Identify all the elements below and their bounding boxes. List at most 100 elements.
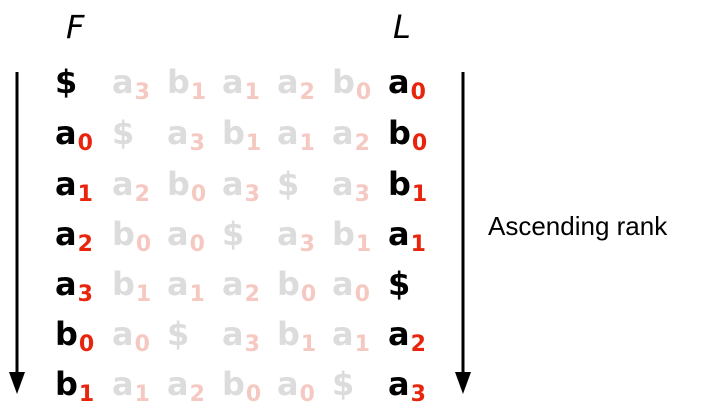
cell-symbol: b [222, 365, 245, 403]
cell-subscript: 3 [244, 182, 260, 207]
cell-symbol: b [332, 63, 355, 101]
cell-subscript: 0 [190, 182, 207, 207]
cell-symbol: b [388, 165, 411, 203]
matrix-cell-r4-c2: a1 [167, 265, 223, 307]
matrix-cell-r0-c1: a3 [112, 63, 168, 105]
matrix-cell-r3-c0: a2 [55, 216, 111, 257]
matrix-cell-r0-c2: b1 [167, 64, 223, 105]
matrix-cell-r3-c3: $ [222, 216, 278, 252]
matrix-cell-r3-c6: a1 [388, 215, 444, 257]
cell-symbol: a [277, 365, 299, 403]
cell-symbol: b [277, 315, 300, 353]
cell-subscript: 2 [134, 182, 150, 207]
matrix-cell-r6-c6: a3 [388, 365, 444, 407]
cell-symbol: a [277, 215, 299, 253]
cell-symbol: a [222, 165, 244, 203]
cell-subscript: 0 [299, 382, 315, 407]
cell-subscript: 0 [135, 232, 152, 257]
matrix-cell-r1-c4: a1 [277, 114, 333, 156]
matrix-cell-r6-c3: b0 [222, 365, 278, 407]
matrix-cell-r3-c2: a0 [167, 215, 223, 257]
matrix-cell-r4-c5: a0 [332, 265, 388, 307]
matrix-cell-r6-c5: $ [332, 366, 388, 402]
cell-subscript: 3 [299, 232, 315, 257]
cell-symbol: a [277, 114, 299, 152]
matrix-cell-r4-c0: a3 [55, 266, 111, 307]
cell-subscript: 2 [410, 332, 426, 357]
matrix-cell-r1-c1: $ [112, 115, 168, 151]
cell-subscript: 1 [78, 382, 95, 407]
cell-symbol: a [388, 365, 410, 403]
cell-symbol: b [388, 114, 411, 152]
matrix-cell-r6-c0: b1 [55, 365, 111, 407]
cell-subscript: 0 [134, 332, 150, 357]
cell-subscript: 2 [354, 131, 370, 156]
matrix-cell-r1-c3: b1 [222, 115, 278, 156]
cell-subscript: 2 [244, 282, 260, 307]
matrix-cell-r5-c0: b0 [55, 316, 111, 357]
cell-symbol: a [167, 114, 189, 152]
cell-symbol: a [332, 165, 354, 203]
cell-symbol: a [222, 63, 244, 101]
matrix-cell-r2-c0: a1 [55, 166, 111, 207]
cell-symbol: a [112, 315, 134, 353]
cell-subscript: 1 [245, 131, 262, 156]
matrix-cell-r0-c0: $ [55, 64, 111, 100]
cell-symbol: a [112, 63, 134, 101]
cell-subscript: 2 [77, 232, 93, 257]
cell-symbol: b [112, 265, 135, 303]
matrix-cell-r2-c2: b0 [167, 166, 223, 207]
cell-symbol: a [112, 165, 134, 203]
cell-subscript: 1 [355, 232, 372, 257]
matrix-cell-r5-c3: a3 [222, 315, 278, 357]
cell-subscript: 0 [78, 332, 95, 357]
cell-subscript: 0 [77, 131, 93, 156]
cell-subscript: 1 [300, 332, 317, 357]
matrix-cell-r2-c1: a2 [112, 165, 168, 207]
ascending-rank-label: Ascending rank [488, 211, 668, 241]
matrix-cell-r6-c1: a1 [112, 365, 168, 407]
cell-symbol: a [112, 365, 134, 403]
cell-subscript: 0 [355, 80, 372, 105]
cell-symbol: $ [112, 114, 135, 152]
l-column-label: L [393, 8, 411, 46]
matrix-cell-r5-c6: a2 [388, 316, 444, 357]
cell-subscript: 1 [190, 80, 207, 105]
cell-symbol: $ [388, 265, 411, 303]
f-column-label: F [66, 8, 85, 46]
matrix-cell-r4-c1: b1 [112, 265, 168, 307]
cell-subscript: 0 [410, 80, 426, 105]
cell-subscript: 0 [189, 232, 205, 257]
matrix-cell-r2-c4: $ [277, 166, 333, 202]
cell-symbol: a [332, 114, 354, 152]
matrix-cell-r5-c1: a0 [112, 315, 168, 357]
cell-symbol: a [222, 315, 244, 353]
down-arrow-right [455, 72, 471, 394]
cell-symbol: a [332, 265, 354, 303]
matrix-cell-r3-c4: a3 [277, 215, 333, 257]
cell-subscript: 3 [189, 131, 205, 156]
cell-symbol: a [167, 215, 189, 253]
cell-symbol: $ [222, 215, 245, 253]
matrix-cell-r6-c2: a2 [167, 366, 223, 407]
matrix-cell-r5-c2: $ [167, 316, 223, 352]
matrix-cell-r5-c5: a1 [332, 315, 388, 357]
cell-symbol: a [388, 215, 410, 253]
cell-symbol: b [112, 215, 135, 253]
cell-subscript: 0 [354, 282, 370, 307]
cell-subscript: 1 [244, 80, 260, 105]
cell-symbol: b [277, 265, 300, 303]
matrix-cell-r4-c3: a2 [222, 266, 278, 307]
cell-symbol: b [55, 365, 78, 403]
cell-subscript: 2 [299, 80, 315, 105]
cell-symbol: a [332, 315, 354, 353]
matrix-cell-r3-c1: b0 [112, 215, 168, 257]
matrix-cell-r4-c4: b0 [277, 265, 333, 307]
matrix-cell-r0-c3: a1 [222, 63, 278, 105]
cell-subscript: 3 [410, 382, 426, 407]
cell-subscript: 3 [244, 332, 260, 357]
cell-symbol: a [167, 265, 189, 303]
cell-subscript: 0 [300, 282, 317, 307]
cell-symbol: $ [167, 315, 190, 353]
